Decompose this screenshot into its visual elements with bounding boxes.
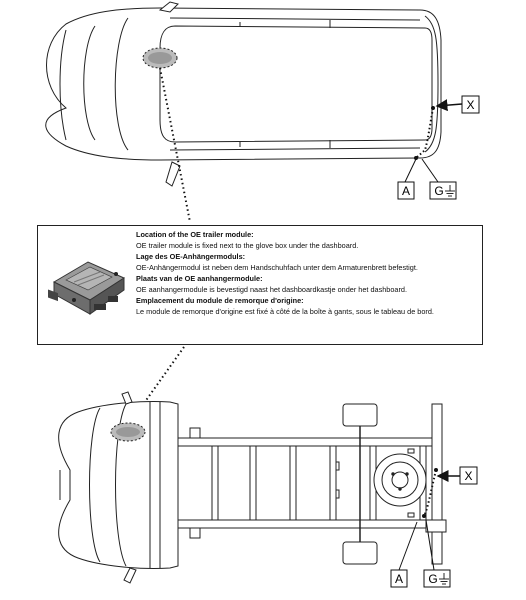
heading-nl: Plaats van de OE aanhangermodule: [136,274,263,283]
ground-symbol-icon [439,573,449,585]
chassis-module-leader [131,346,185,421]
van-top-view [45,1,442,187]
body-de: OE-Anhängermodul ist neben dem Handschuh… [136,262,418,272]
van-x-label: X [466,98,474,112]
van-x-label-box [461,95,480,114]
chassis-g-label: G [428,572,437,586]
chassis-x-label-box [459,466,478,485]
van-g-label: G [434,184,443,198]
ground-symbol-icon [445,185,455,197]
van-a-label-box [397,181,415,200]
chassis-g-label-box [423,569,451,588]
info-box: Location of the OE trailer module: OE tr… [37,225,483,345]
heading-de: Lage des OE-Anhängermoduls: [136,252,246,261]
chassis-top-view [58,391,447,584]
body-fr: Le module de remorque d'origine est fixé… [136,306,434,316]
trailer-module-icon [48,261,126,315]
info-text: Location of the OE trailer module: OE tr… [136,230,482,318]
van-x-arrow [435,99,463,112]
chassis-a-label-box [390,569,408,588]
body-en: OE trailer module is fixed next to the g… [136,240,359,250]
van-module-leader [159,67,191,223]
body-nl: OE aanhangermodule is bevestigd naast he… [136,284,407,294]
van-a-label: A [402,184,410,198]
heading-en: Location of the OE trailer module: [136,230,254,239]
van-wiring-path [415,107,434,159]
heading-fr: Emplacement du module de remorque d'orig… [136,296,304,305]
chassis-a-label: A [395,572,403,586]
chassis-wiring-path [423,469,437,517]
chassis-x-label: X [464,469,472,483]
van-g-label-box [429,181,457,200]
